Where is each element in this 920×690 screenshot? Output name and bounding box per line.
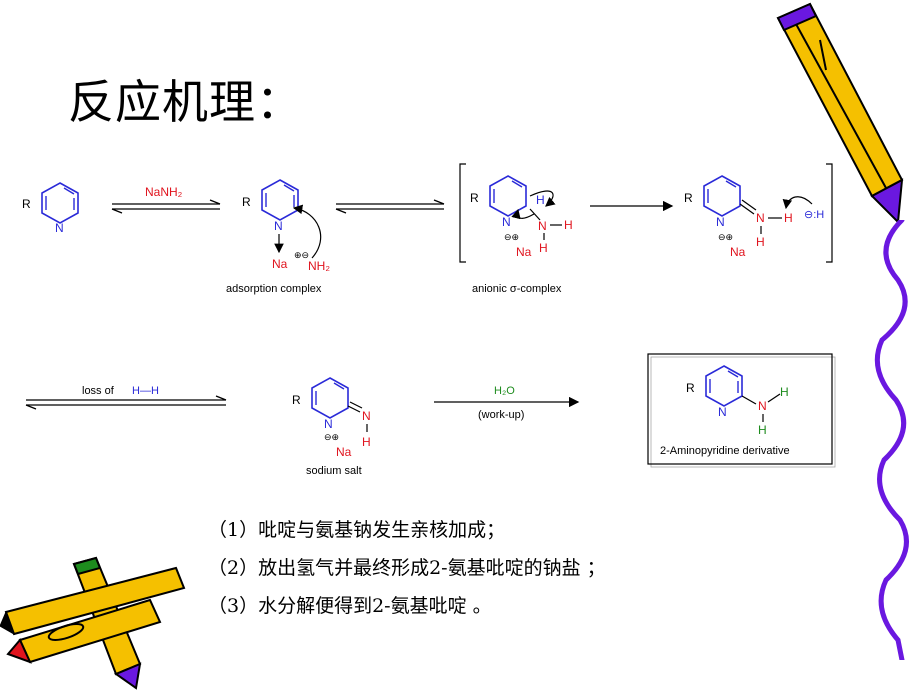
r-group-label: R [686, 381, 695, 395]
charge-label: ⊖⊕ [504, 232, 519, 242]
water-label: H₂O [494, 385, 515, 397]
reagent-label: NaNH₂ [145, 185, 183, 199]
equilibrium-arrow-2 [335, 199, 445, 214]
imine-nitrogen: N [362, 409, 371, 423]
sodium-label: Na [516, 245, 532, 259]
svg-text:H: H [784, 211, 793, 225]
svg-text:H: H [536, 193, 545, 207]
amino-nitrogen: N [758, 399, 767, 413]
loss-of-label: loss of [82, 385, 115, 397]
r-group-label: R [684, 191, 693, 205]
sodium-label: Na [336, 445, 352, 459]
step-1: （1）吡啶与氨基钠发生亲核加成； [208, 519, 506, 541]
nitrogen-label: N [55, 221, 64, 235]
product-box: R N N H H 2-Aminopyridine derivative [647, 353, 836, 468]
sodium-label: Na [730, 245, 746, 259]
charge-label: ⊖⊕ [324, 432, 339, 442]
nitrogen-label: N [716, 215, 725, 229]
adsorption-caption: adsorption complex [226, 283, 322, 295]
workup-arrow: H₂O (work-up) [434, 385, 580, 421]
pyridine-start: R N [22, 182, 79, 235]
r-group-label: R [292, 393, 301, 407]
step-2: （2）放出氢气并最终形成2-氨基吡啶的钠盐 ； [208, 557, 606, 579]
imine-intermediate: R N N H H ⊖⊕ Na ⊖:H [684, 175, 824, 259]
nitrogen-label: N [502, 215, 511, 229]
hydride-label: ⊖:H [804, 209, 824, 221]
amide-label: NH₂ [308, 259, 330, 273]
sigma-complex: R N H N H H ⊖⊕ Na anionic σ-complex [470, 175, 573, 295]
nitrogen-label: N [718, 405, 727, 419]
nitrogen-label: N [274, 219, 283, 233]
adsorption-complex: R N Na ⊕⊖ NH₂ adsorption complex [226, 179, 330, 295]
workup-label: (work-up) [478, 409, 524, 421]
equilibrium-arrow-1: NaNH₂ [111, 185, 221, 214]
pencil-clipart-bottom-left [0, 556, 186, 690]
svg-text:H: H [758, 423, 767, 437]
imine-nitrogen: N [756, 211, 765, 225]
svg-text:H: H [564, 218, 573, 232]
squiggle-decoration [874, 220, 909, 660]
pencil-clipart-top-right [776, 2, 904, 225]
charge-label: ⊖⊕ [718, 232, 733, 242]
nitrogen-label: N [324, 417, 333, 431]
svg-text:H: H [362, 435, 371, 449]
sodium-salt: R N N H ⊖⊕ Na sodium salt [292, 377, 371, 477]
sodium-salt-caption: sodium salt [306, 465, 362, 477]
svg-text:H: H [780, 385, 789, 399]
r-group-label: R [242, 195, 251, 209]
sigma-caption: anionic σ-complex [472, 283, 562, 295]
amide-nitrogen: N [538, 219, 547, 233]
sigma-bracket [459, 163, 833, 263]
r-group-label: R [470, 191, 479, 205]
charge-label: ⊕⊖ [294, 250, 309, 260]
slide-title: 反应机理： [68, 75, 303, 129]
equilibrium-arrow-3: loss of H—H [25, 385, 227, 410]
hh-label: H—H [132, 385, 159, 397]
svg-text:H: H [539, 241, 548, 255]
sodium-label: Na [272, 257, 288, 271]
product-caption: 2-Aminopyridine derivative [660, 445, 790, 457]
step-3: （3）水分解便得到2-氨基吡啶 。 [208, 595, 492, 617]
r-group-label: R [22, 197, 31, 211]
svg-text:H: H [756, 235, 765, 249]
